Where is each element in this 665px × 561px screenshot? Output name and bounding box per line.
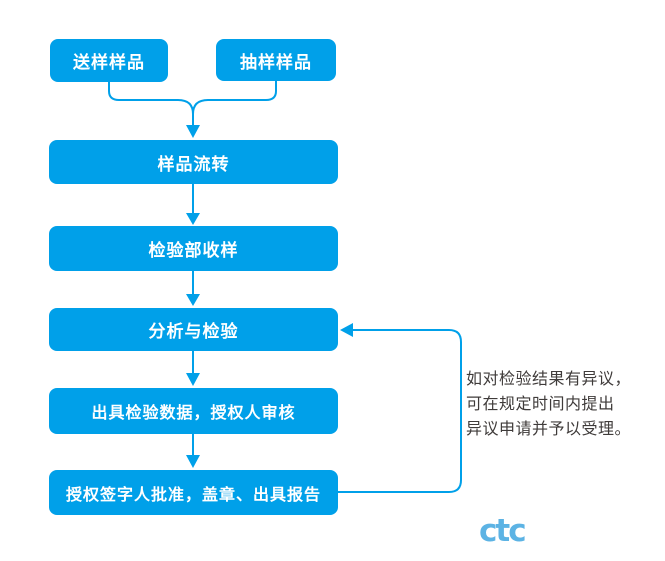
objection-note: 如对检验结果有异议， 可在规定时间内提出 异议申请并予以受理。 [466, 366, 665, 441]
node-sample-submission: 送样样品 [50, 39, 168, 82]
node-analysis-inspection: 分析与检验 [49, 308, 338, 351]
node-approval-stamp-report: 授权签字人批准，盖章、出具报告 [49, 470, 338, 515]
arrowhead-to-receiving [186, 213, 200, 225]
edge-submission-merge [108, 82, 194, 126]
node-sample-transfer: 样品流转 [49, 140, 338, 184]
node-dept-receiving: 检验部收样 [49, 226, 338, 271]
arrowhead-to-issue [186, 373, 200, 386]
objection-note-line: 可在规定时间内提出 [466, 394, 615, 413]
objection-note-line: 如对检验结果有异议， [466, 369, 632, 388]
edge-sampling-merge [192, 81, 277, 115]
ctc-logo: ctc [479, 513, 527, 549]
arrowhead-to-analysis [186, 294, 200, 306]
node-issue-data-review: 出具检验数据，授权人审核 [49, 388, 338, 434]
arrowhead-merge-down [186, 125, 200, 138]
arrowhead-to-approval [186, 455, 200, 468]
objection-note-line: 异议申请并予以受理。 [466, 419, 632, 438]
edge-objection-feedback-loop [338, 329, 462, 493]
arrowhead-feedback-left [340, 323, 353, 337]
node-sample-sampling: 抽样样品 [216, 39, 336, 81]
